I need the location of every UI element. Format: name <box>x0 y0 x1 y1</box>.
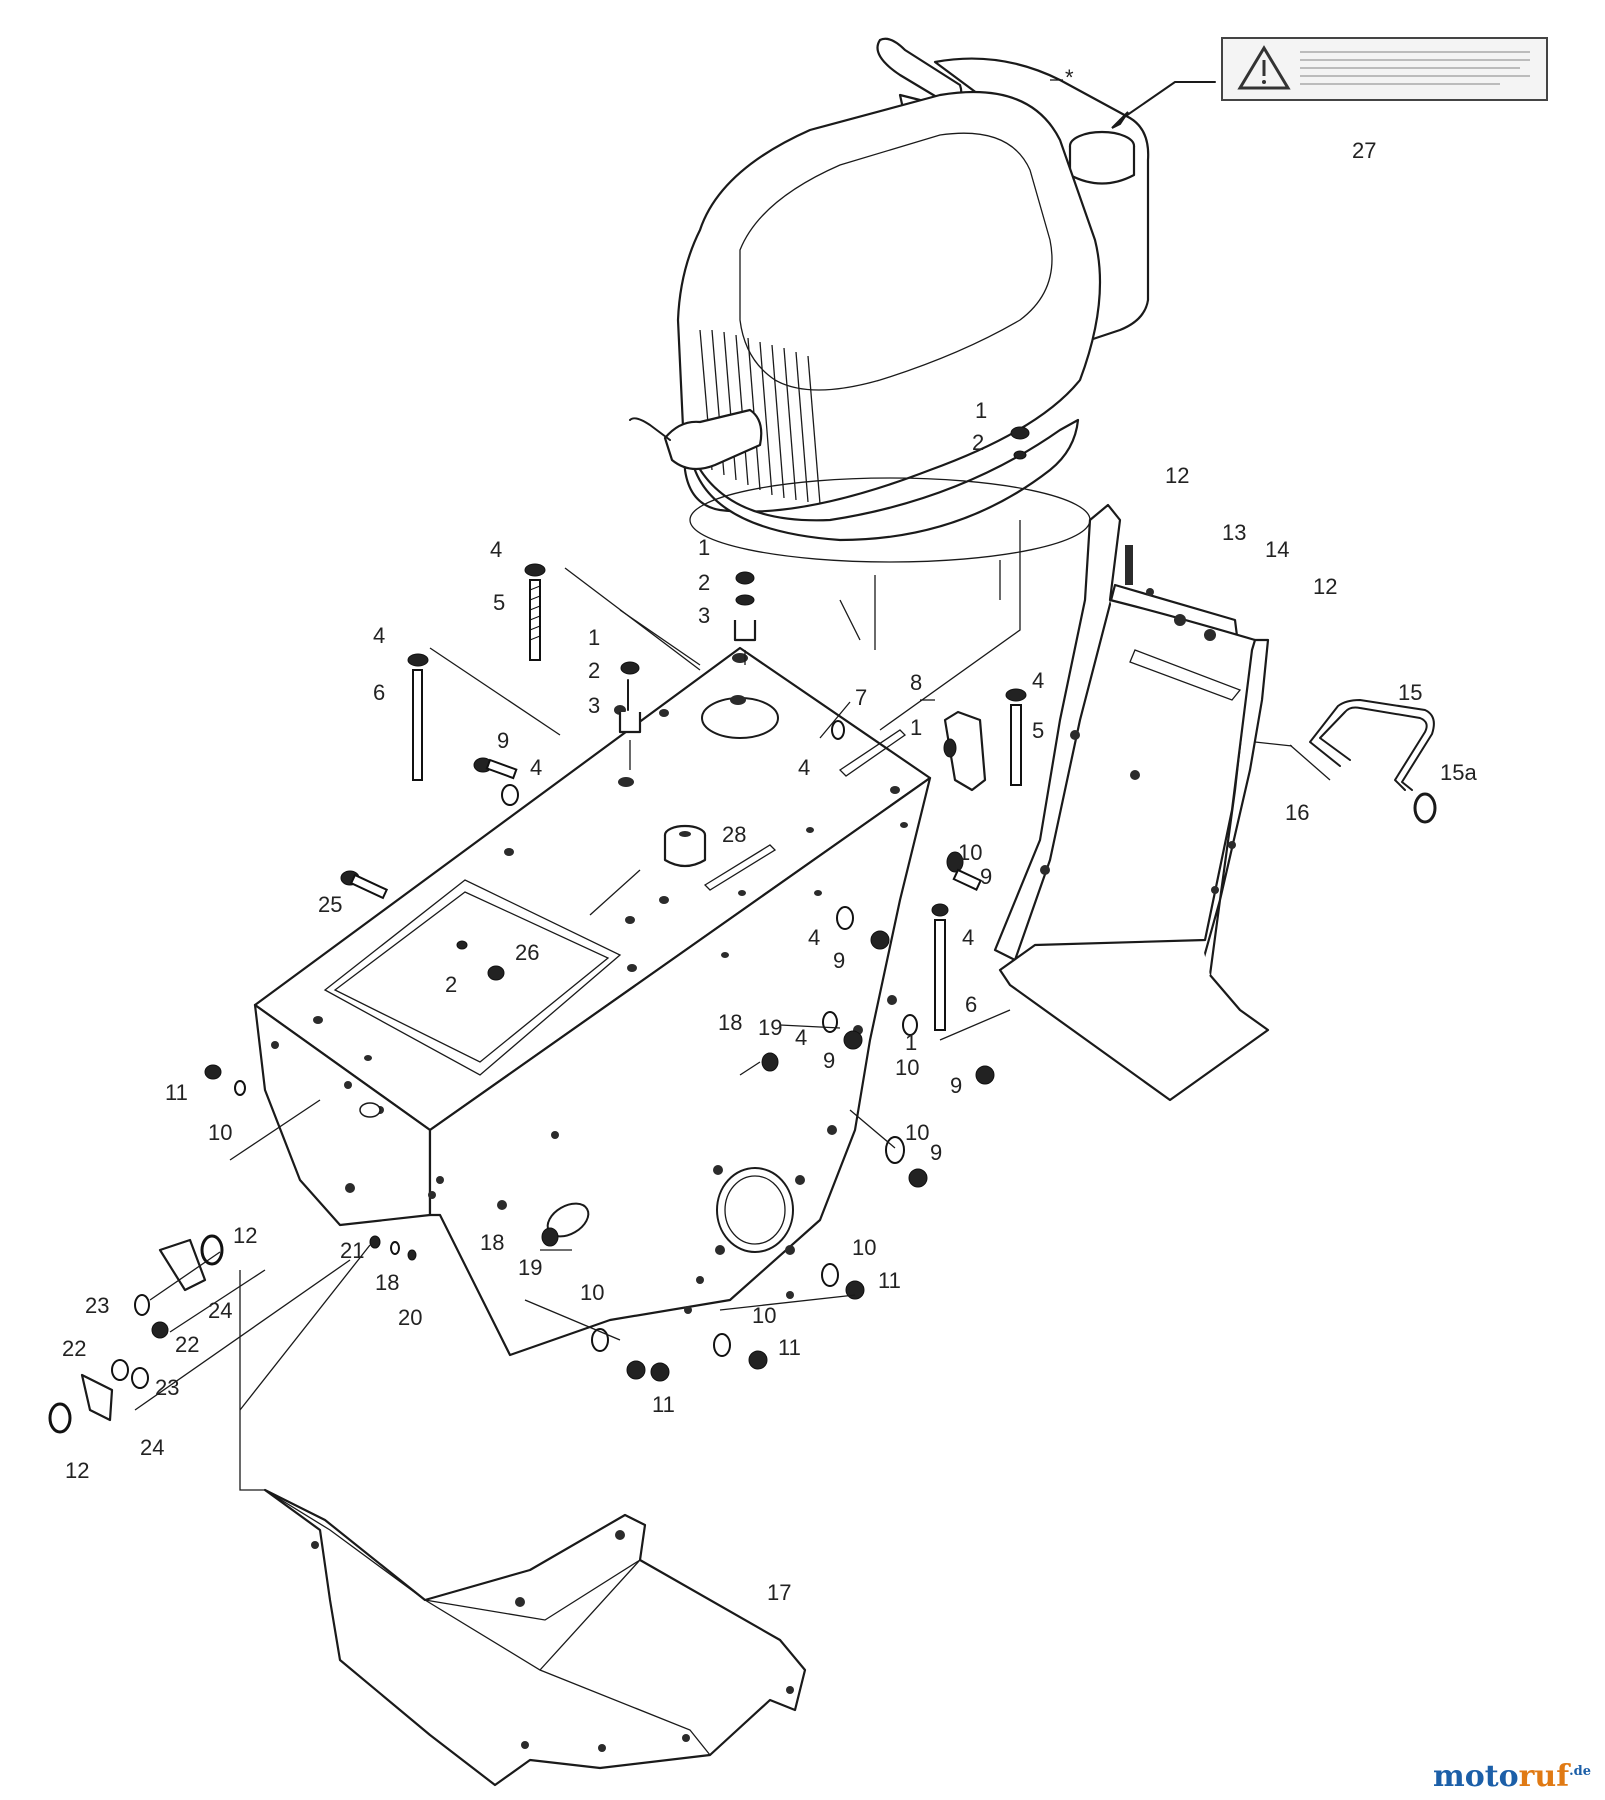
callout-12: 12 <box>1165 463 1189 488</box>
callout-9: 9 <box>980 864 992 889</box>
callout-11: 11 <box>778 1335 801 1360</box>
callout-1: 1 <box>698 535 710 560</box>
callout-15a: 15a <box>1440 760 1477 785</box>
callout-25: 25 <box>318 892 342 917</box>
callout-1: 1 <box>588 625 600 650</box>
callout-4: 4 <box>530 755 542 780</box>
callout-12: 12 <box>65 1458 89 1483</box>
callout-11: 11 <box>878 1268 901 1293</box>
callout-9: 9 <box>823 1048 835 1073</box>
leader-lines <box>134 79 1331 1491</box>
callout-19: 19 <box>518 1255 542 1280</box>
callout-3: 3 <box>588 693 600 718</box>
engine <box>629 37 1150 563</box>
warning-label <box>1111 37 1548 129</box>
main-frame <box>253 646 932 1357</box>
callout-1: 1 <box>905 1030 917 1055</box>
callout-9: 9 <box>930 1140 942 1165</box>
callout-23: 23 <box>85 1293 109 1318</box>
callout-10: 10 <box>752 1303 776 1328</box>
callout-9: 9 <box>833 948 845 973</box>
callout-27: 27 <box>1352 138 1376 163</box>
callout-18: 18 <box>718 1010 742 1035</box>
callout-8: 8 <box>910 670 922 695</box>
callout-9: 9 <box>497 728 509 753</box>
bottom-pan <box>263 1488 807 1787</box>
callout-16: 16 <box>1285 800 1309 825</box>
callout-10: 10 <box>905 1120 929 1145</box>
callout-28: 28 <box>722 822 746 847</box>
callout-18: 18 <box>375 1270 399 1295</box>
handle-rod <box>1309 699 1437 824</box>
callout-11: 11 <box>165 1080 188 1105</box>
callout-6: 6 <box>373 680 385 705</box>
callout-24: 24 <box>208 1298 232 1323</box>
callout-5: 5 <box>493 590 505 615</box>
callout-2: 2 <box>445 972 457 997</box>
callout-15: 15 <box>1398 680 1422 705</box>
callout-20: 20 <box>398 1305 422 1330</box>
rubber-mount <box>663 824 707 868</box>
watermark-part2: ruf <box>1518 1759 1570 1794</box>
hardware <box>48 426 1030 1434</box>
watermark-suffix: .de <box>1569 1764 1591 1779</box>
callout-22: 22 <box>62 1336 86 1361</box>
callout-10: 10 <box>958 840 982 865</box>
handle-bracket <box>993 503 1270 1102</box>
callout-3: 3 <box>698 603 710 628</box>
callout-13: 13 <box>1222 520 1246 545</box>
callout-17: 17 <box>767 1580 791 1605</box>
callout-24: 24 <box>140 1435 164 1460</box>
callout-11: 11 <box>652 1392 675 1417</box>
callout-10: 10 <box>208 1120 232 1145</box>
callout-12: 12 <box>1313 574 1337 599</box>
callout-6: 6 <box>965 992 977 1017</box>
callout-1: 1 <box>975 398 987 423</box>
callout-10: 10 <box>580 1280 604 1305</box>
callout-26: 26 <box>515 940 539 965</box>
callout-18: 18 <box>480 1230 504 1255</box>
callout-21: 21 <box>340 1238 364 1263</box>
callout-star: * <box>1065 65 1074 90</box>
callout-2: 2 <box>972 430 984 455</box>
callout-4: 4 <box>373 623 385 648</box>
callout-5: 5 <box>1032 718 1044 743</box>
callout-2: 2 <box>588 658 600 683</box>
callouts: * 27 1 2 12 13 14 12 4 5 1 2 3 1 2 3 4 6… <box>62 65 1477 1605</box>
callout-4: 4 <box>795 1025 807 1050</box>
callout-10: 10 <box>895 1055 919 1080</box>
watermark-logo: motoruf.de <box>1433 1759 1591 1794</box>
callout-1: 1 <box>910 715 922 740</box>
callout-9: 9 <box>950 1073 962 1098</box>
callout-4: 4 <box>490 537 502 562</box>
callout-7: 7 <box>855 685 867 710</box>
callout-4: 4 <box>962 925 974 950</box>
callout-12: 12 <box>233 1223 257 1248</box>
callout-4: 4 <box>1032 668 1044 693</box>
callout-22: 22 <box>175 1332 199 1357</box>
callout-19: 19 <box>758 1015 782 1040</box>
callout-4: 4 <box>798 755 810 780</box>
callout-10: 10 <box>852 1235 876 1260</box>
callout-4: 4 <box>808 925 820 950</box>
callout-14: 14 <box>1265 537 1289 562</box>
callout-2: 2 <box>698 570 710 595</box>
callout-23: 23 <box>155 1375 179 1400</box>
watermark-part1: moto <box>1432 1759 1519 1794</box>
